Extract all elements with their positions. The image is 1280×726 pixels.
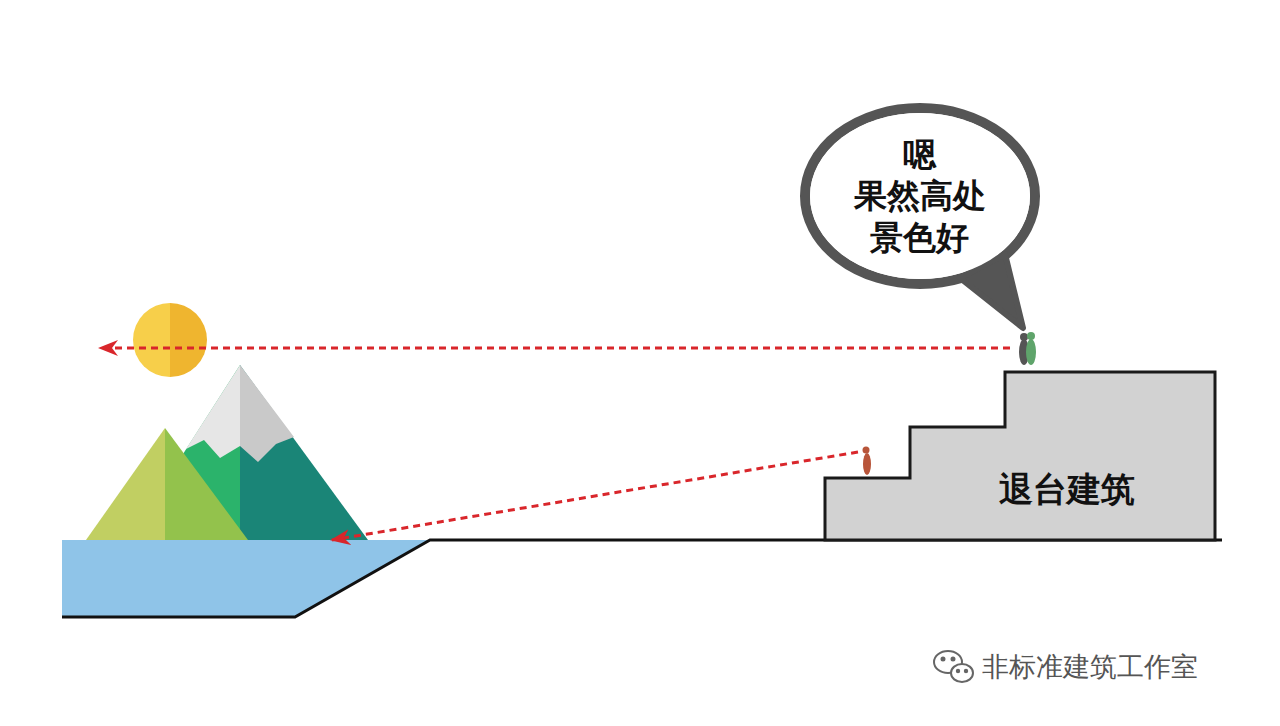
terraced-building: 退台建筑 [824,371,1216,541]
building-outline [824,371,1216,541]
mountain [165,428,248,540]
snow-cap [240,365,294,462]
mountain [240,365,368,540]
wechat-icon [934,651,973,682]
snow-cap [186,365,240,458]
speech-text: 嗯 果然高处 景色好 [844,134,996,258]
watermark: 非标准建筑工作室 [982,649,1198,685]
sun [170,303,207,377]
sun [133,303,170,377]
building-shape [825,372,1215,540]
building-label: 退台建筑 [999,468,1135,511]
speech-bubble: 嗯 果然高处 景色好 [798,100,1044,340]
person-figure [863,447,872,476]
ground-line [62,540,1222,617]
sight-line [332,452,858,540]
mountain [86,428,165,540]
lake [62,540,430,617]
person-figures [1019,332,1036,365]
bubble-fill [810,113,1030,279]
sight-line [100,347,1010,350]
